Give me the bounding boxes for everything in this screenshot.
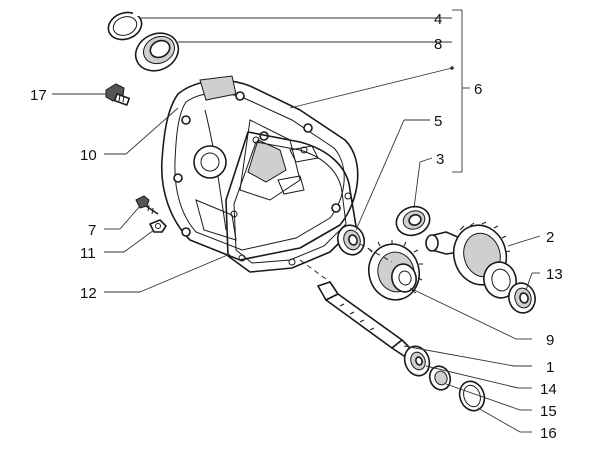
screw-part-7 (135, 195, 159, 215)
bearing-part-14 (403, 345, 431, 377)
assembly-axis-line (299, 259, 331, 283)
callout-14: 14 (540, 381, 557, 398)
callout-6: 6 (474, 81, 482, 98)
callout-4: 4 (434, 11, 442, 28)
callout-9: 9 (546, 332, 554, 349)
gear-shaft-part-2 (425, 221, 517, 299)
leader-lines (52, 9, 541, 433)
callout-15: 15 (540, 403, 557, 420)
callout-10: 10 (80, 147, 97, 164)
callout-16: 16 (540, 425, 557, 442)
clip-part-11 (149, 219, 167, 233)
circlip-part-4 (107, 10, 143, 41)
gasket-part-12 (225, 131, 357, 273)
bolt-part-17 (105, 83, 131, 106)
callout-12: 12 (80, 285, 97, 302)
callout-8: 8 (434, 36, 442, 53)
callout-1: 1 (546, 359, 554, 376)
gearbox-housing-part-10 (160, 75, 359, 261)
seal-part-5 (336, 224, 366, 256)
callout-2: 2 (546, 229, 554, 246)
callout-5: 5 (434, 113, 442, 130)
callout-7: 7 (88, 222, 96, 239)
bearing-part-8 (134, 32, 180, 72)
callout-11: 11 (80, 245, 96, 262)
spacer-part-15 (428, 365, 452, 391)
gear-part-9 (367, 240, 423, 301)
assembly-axis-line (359, 243, 393, 263)
callout-13: 13 (546, 266, 563, 283)
callout-3: 3 (436, 151, 444, 168)
bearing-part-13 (508, 282, 536, 314)
bearing-part-3 (395, 205, 431, 237)
circlip-part-16 (458, 380, 486, 412)
callout-17: 17 (30, 87, 47, 104)
